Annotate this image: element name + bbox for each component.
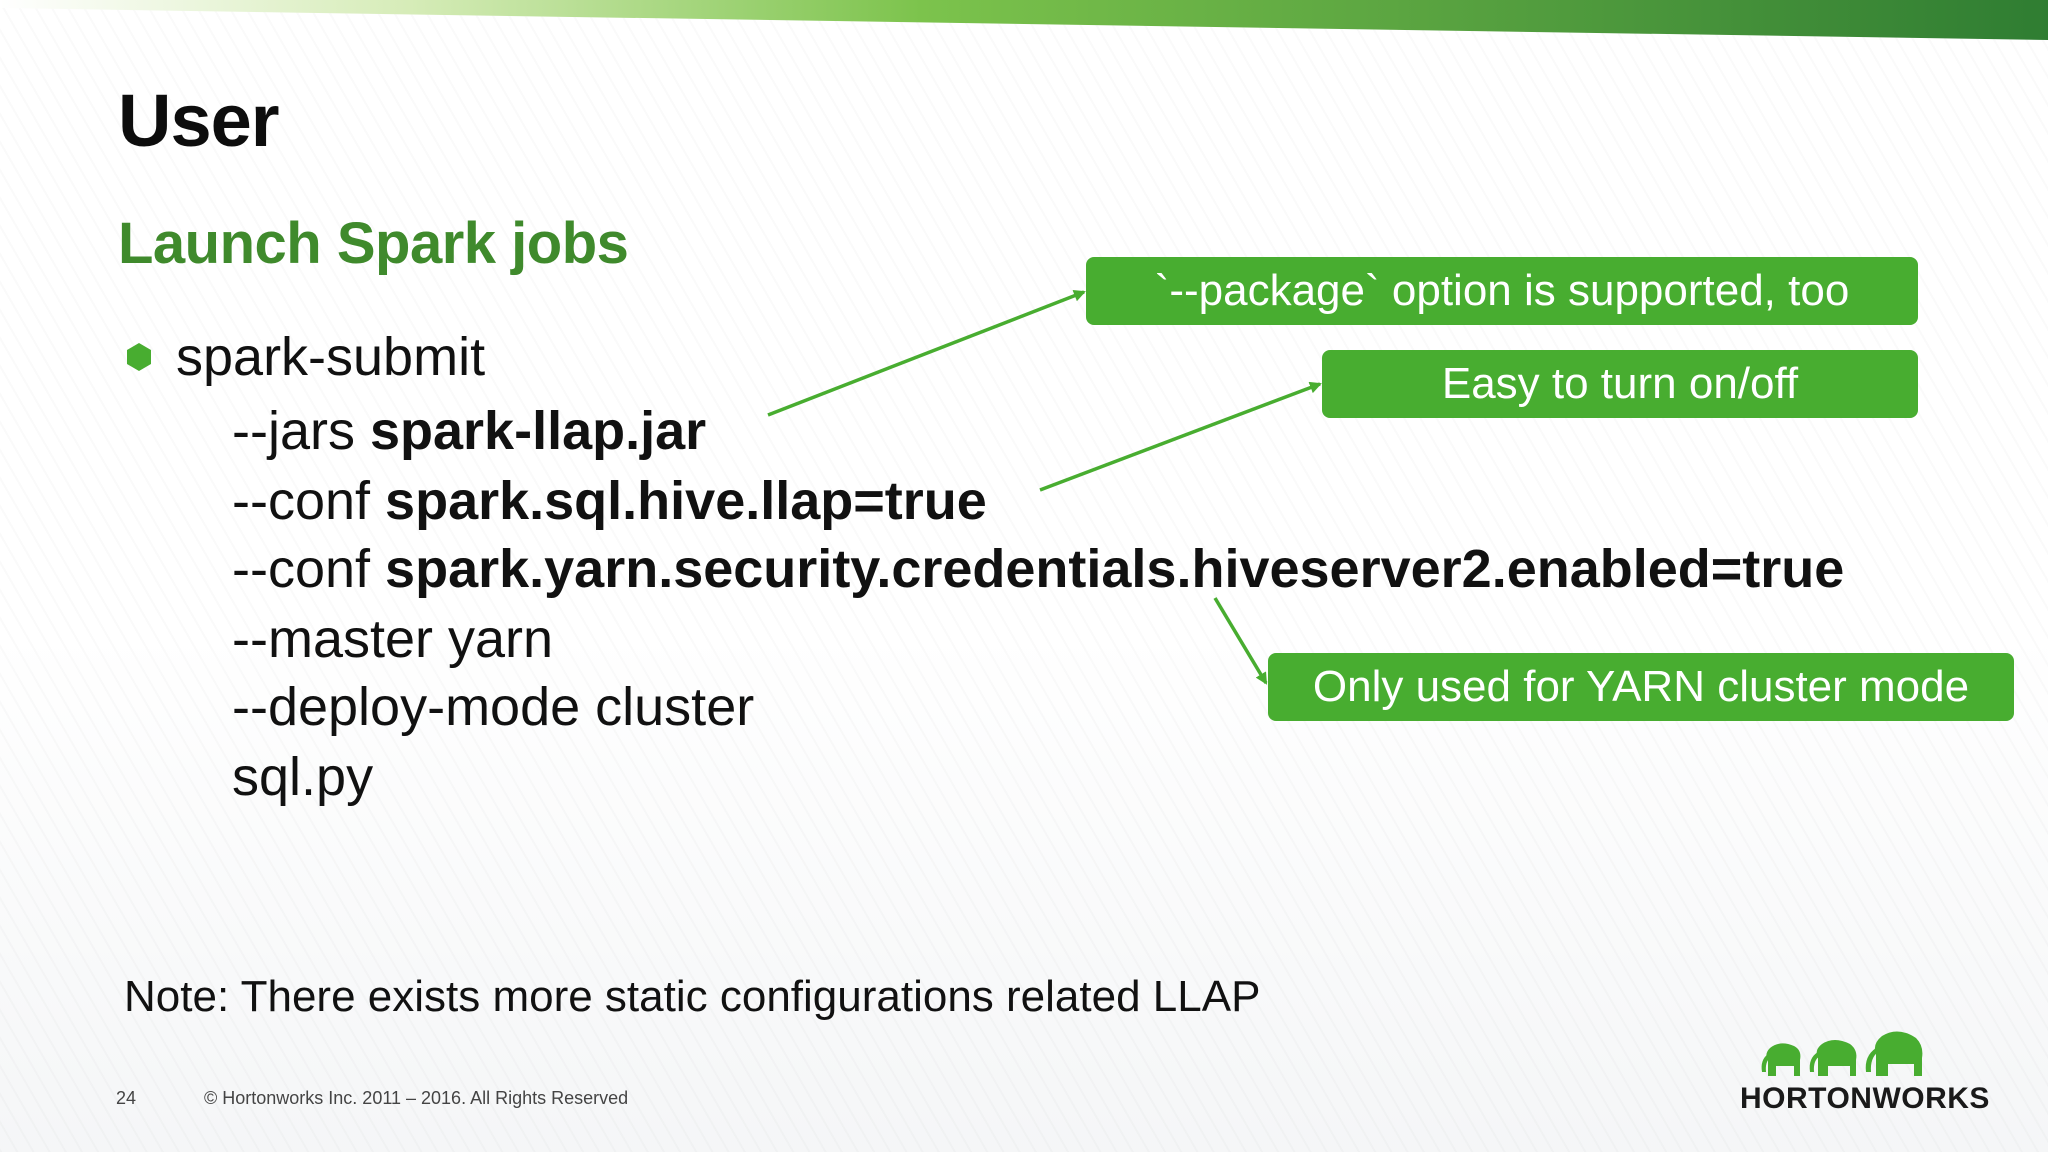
option-value: spark.sql.hive.llap=true — [385, 471, 987, 531]
option-value: spark-llap.jar — [369, 401, 707, 461]
command-line-deploy-mode: --deploy-mode cluster — [232, 672, 754, 742]
copyright-notice: © Hortonworks Inc. 2011 – 2016. All Righ… — [204, 1088, 629, 1108]
arrow-to-package-callout — [767, 290, 1086, 417]
command-name: spark-submit — [176, 327, 486, 387]
hortonworks-logo: HORTONWORKS — [1740, 1024, 1990, 1124]
logo-wordmark: HORTONWORKS — [1740, 1082, 1990, 1115]
command-line-script: sql.py — [232, 742, 373, 812]
option-prefix: --conf — [232, 471, 386, 531]
slide-title: User — [118, 79, 280, 162]
option-prefix: --deploy-mode cluster — [232, 677, 755, 737]
command-line-conf-credentials: --conf spark.yarn.security.credentials.h… — [232, 534, 1844, 604]
callout-package-option: `--package` option is supported, too — [1086, 257, 1918, 325]
elephants-logo-icon — [1761, 1031, 1923, 1076]
top-accent-bar — [0, 0, 2048, 40]
option-value: spark.yarn.security.credentials.hiveserv… — [385, 539, 1845, 599]
command-line-master: --master yarn — [232, 604, 553, 674]
option-prefix: --jars — [232, 401, 370, 461]
page-number: 24 — [116, 1088, 137, 1108]
command-line-jars: --jars spark-llap.jar — [232, 396, 706, 466]
slide-note: Note: There exists more static configura… — [124, 972, 1261, 1021]
option-prefix: --conf — [232, 539, 386, 599]
command-line-conf-llap: --conf spark.sql.hive.llap=true — [232, 466, 987, 536]
option-prefix: --master yarn — [232, 609, 554, 669]
callout-toggle: Easy to turn on/off — [1322, 350, 1918, 418]
callout-yarn-cluster-mode: Only used for YARN cluster mode — [1268, 653, 2014, 721]
bullet-item-spark-submit: spark-submit — [124, 322, 485, 392]
slide-subtitle: Launch Spark jobs — [118, 211, 629, 276]
arrow-to-toggle-callout — [1039, 381, 1322, 492]
option-prefix: sql.py — [232, 747, 374, 807]
hexagon-bullet-icon — [127, 343, 151, 371]
arrow-to-yarn-callout — [1213, 597, 1268, 685]
